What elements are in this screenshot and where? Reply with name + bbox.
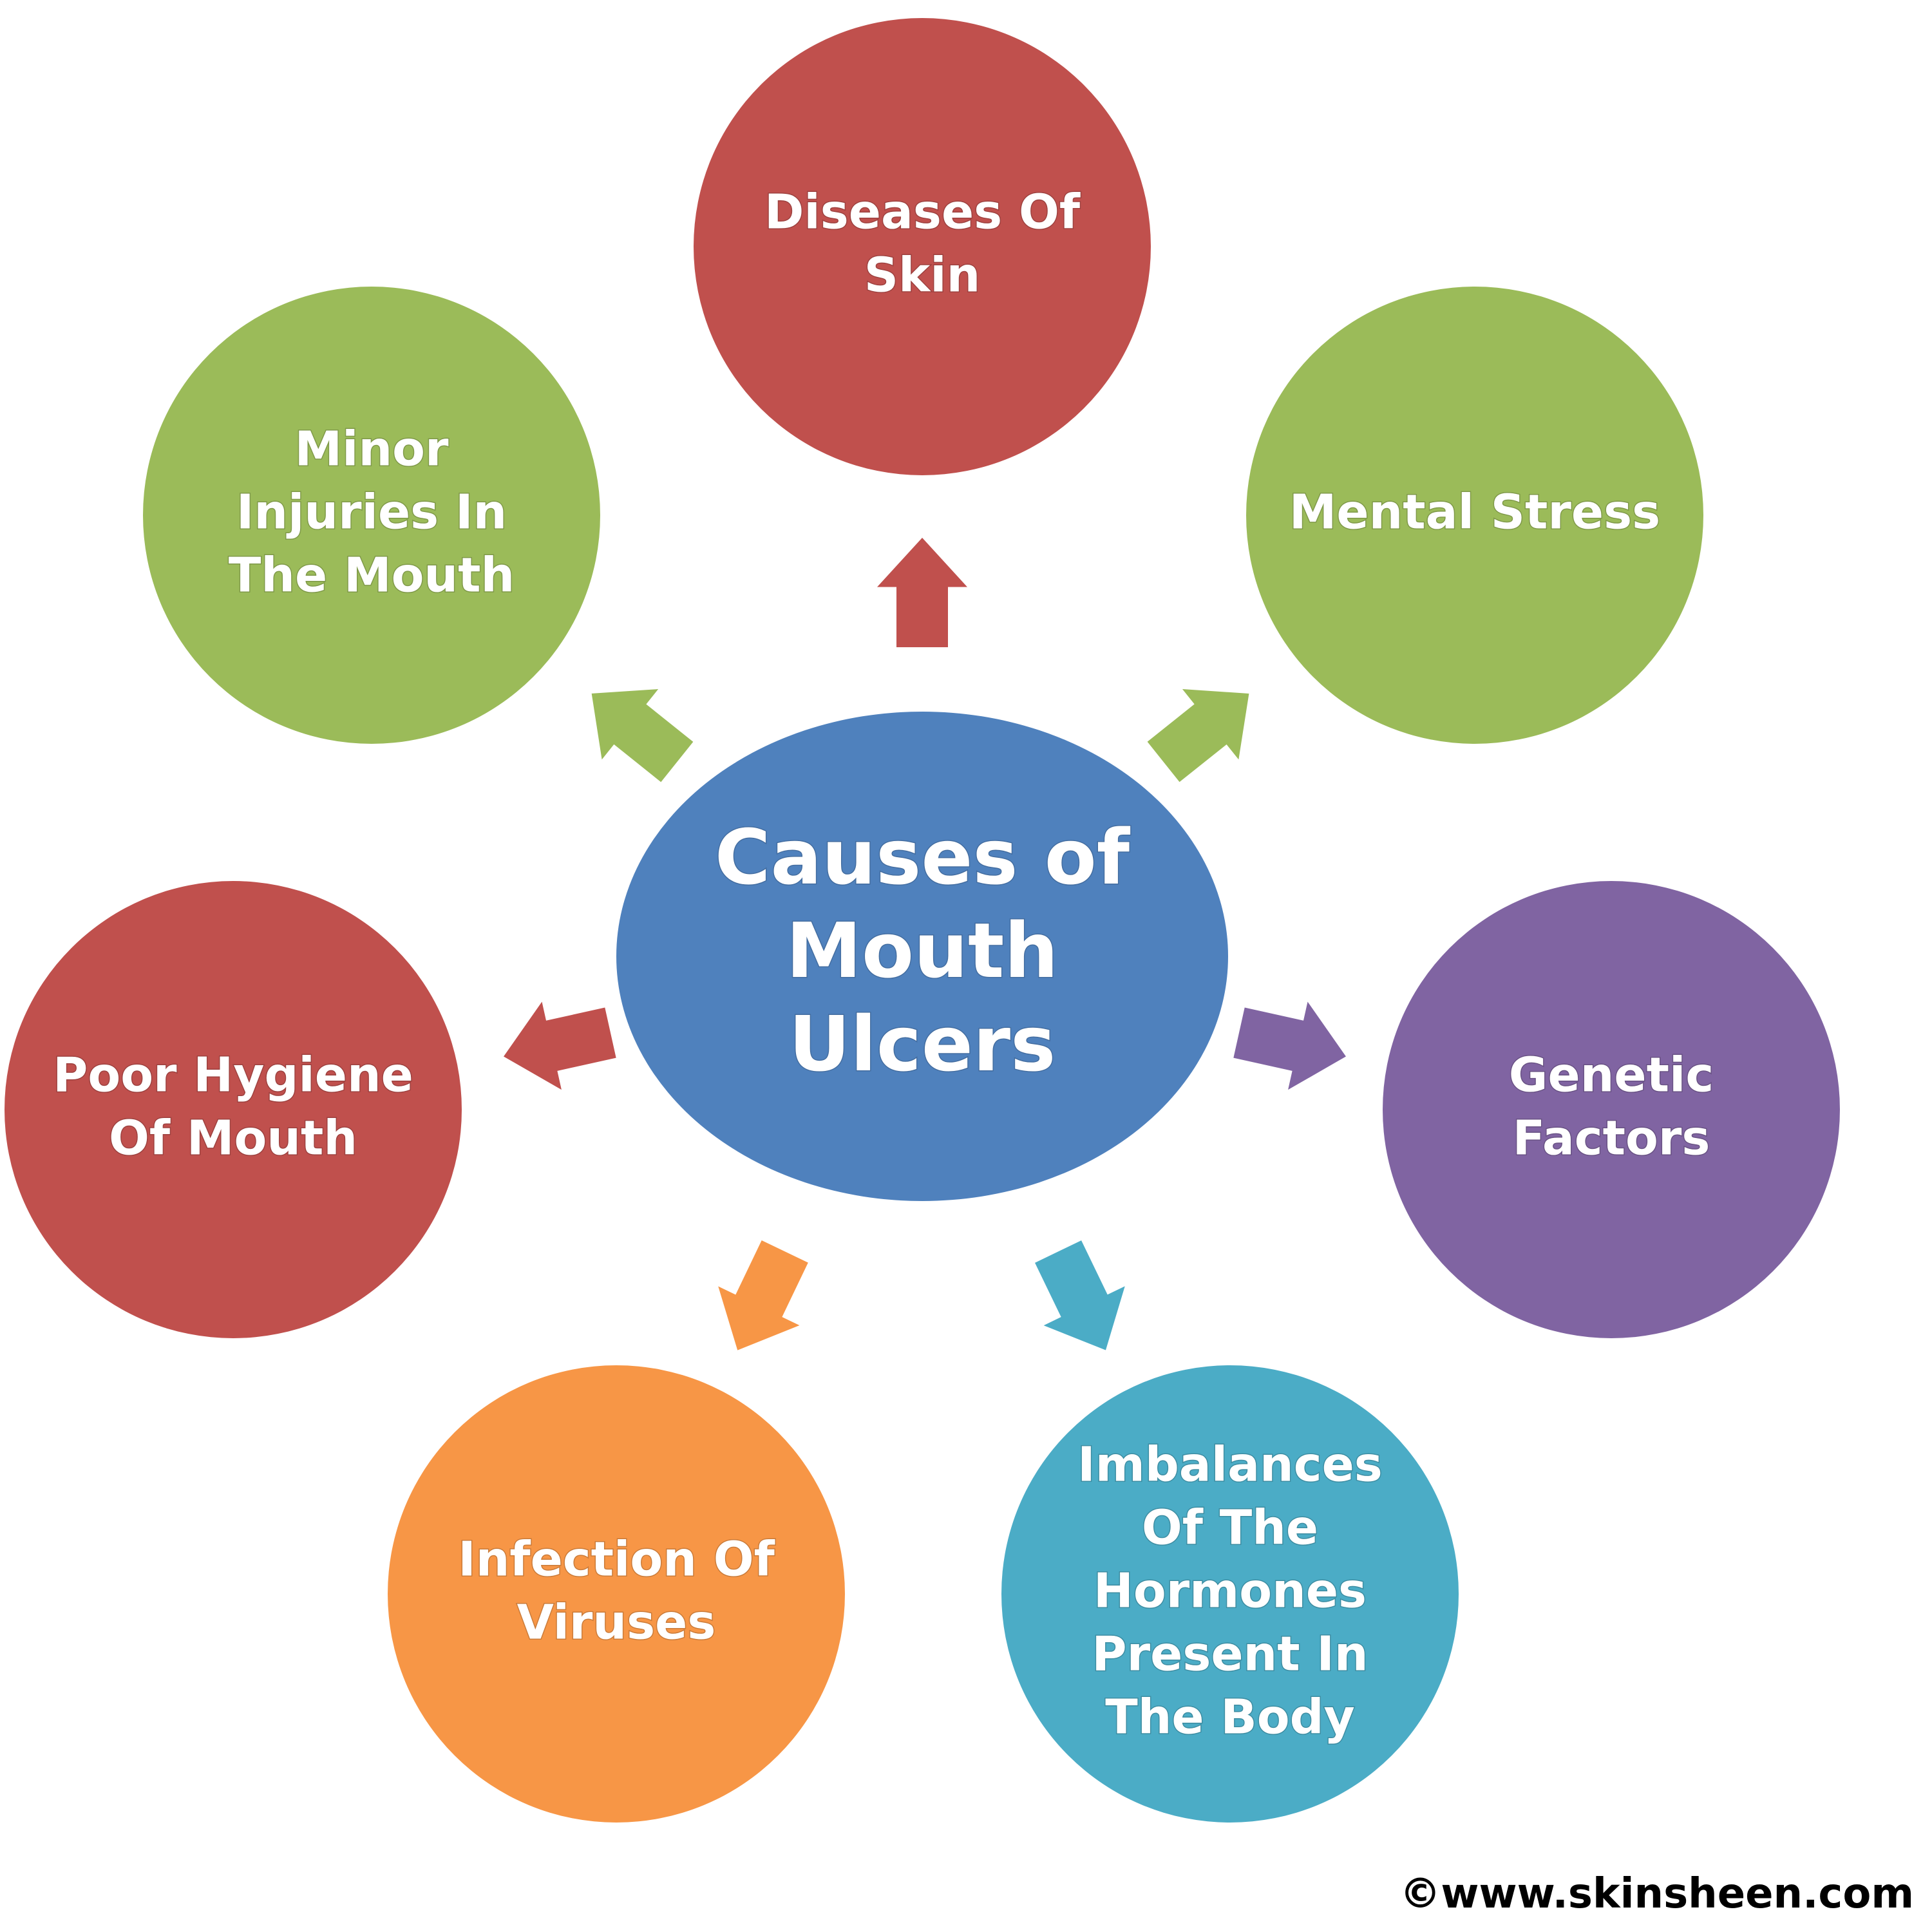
arrow-infection-of-viruses xyxy=(718,1240,808,1350)
node-label-minor-injuries: Minor xyxy=(294,422,449,477)
arrow-poor-hygiene xyxy=(504,1001,616,1090)
node-label-infection-of-viruses: Viruses xyxy=(517,1595,716,1651)
center-title: Mouth xyxy=(786,906,1059,995)
node-label-mental-stress: Mental Stress xyxy=(1289,485,1660,540)
node-circle-minor-injuries xyxy=(143,287,600,744)
node-label-infection-of-viruses: Infection Of xyxy=(458,1532,775,1587)
arrows-layer xyxy=(504,538,1346,1350)
node-mental-stress: Mental Stress xyxy=(1246,287,1703,744)
node-circle-genetic-factors xyxy=(1383,881,1840,1338)
node-label-minor-injuries: Injuries In xyxy=(236,485,507,540)
node-label-diseases-of-skin: Skin xyxy=(864,248,981,303)
node-circle-mental-stress xyxy=(1246,287,1703,744)
node-label-genetic-factors: Factors xyxy=(1513,1111,1710,1166)
node-label-hormone-imbalances: The Body xyxy=(1105,1690,1355,1745)
node-infection-of-viruses: Infection Of Viruses xyxy=(388,1365,845,1823)
arrow-minor-injuries xyxy=(591,689,694,782)
node-label-poor-hygiene: Of Mouth xyxy=(109,1111,357,1166)
node-label-hormone-imbalances: Of The xyxy=(1142,1501,1318,1556)
node-circle-diseases-of-skin xyxy=(694,18,1151,475)
node-label-diseases-of-skin: Diseases Of xyxy=(764,185,1081,240)
node-label-minor-injuries: The Mouth xyxy=(229,548,515,603)
node-diseases-of-skin: Diseases Of Skin xyxy=(694,18,1151,475)
node-label-genetic-factors: Genetic xyxy=(1509,1048,1714,1103)
node-circle-hormone-imbalances xyxy=(1001,1365,1459,1823)
node-label-hormone-imbalances: Hormones xyxy=(1094,1564,1367,1619)
center-title: Causes of xyxy=(715,813,1131,902)
center-title: Ulcers xyxy=(789,999,1056,1088)
copyright-text: ©www.skinsheen.com xyxy=(1399,1870,1914,1918)
arrow-diseases-of-skin xyxy=(877,538,967,647)
node-label-poor-hygiene: Poor Hygiene xyxy=(53,1048,413,1103)
node-circle-poor-hygiene xyxy=(5,881,462,1338)
arrow-genetic-factors xyxy=(1233,1001,1346,1090)
arrow-hormone-imbalances xyxy=(1035,1240,1125,1350)
node-label-hormone-imbalances: Imbalances xyxy=(1077,1437,1383,1493)
node-circle-infection-of-viruses xyxy=(388,1365,845,1823)
center-ellipse xyxy=(616,712,1228,1201)
node-label-hormone-imbalances: Present In xyxy=(1092,1627,1368,1682)
arrow-mental-stress xyxy=(1147,688,1249,782)
node-poor-hygiene: Poor Hygiene Of Mouth xyxy=(5,881,462,1338)
